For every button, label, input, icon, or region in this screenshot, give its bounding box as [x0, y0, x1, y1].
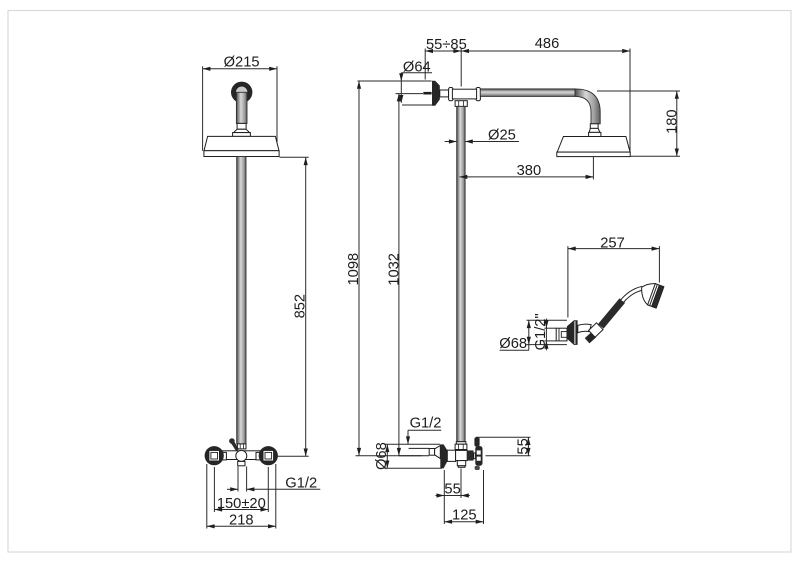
svg-text:125: 125: [452, 508, 477, 524]
svg-text:Ø64: Ø64: [403, 59, 431, 75]
svg-text:257: 257: [600, 236, 625, 252]
svg-text:Ø68: Ø68: [499, 336, 527, 352]
svg-text:852: 852: [292, 294, 308, 319]
svg-text:55: 55: [444, 482, 460, 498]
svg-text:G1/2: G1/2: [410, 415, 442, 431]
svg-text:218: 218: [229, 513, 254, 529]
svg-text:180: 180: [664, 109, 680, 134]
svg-text:Ø25: Ø25: [488, 128, 516, 144]
svg-text:G1/2: G1/2: [285, 476, 317, 492]
svg-text:380: 380: [517, 163, 542, 179]
svg-text:1098: 1098: [346, 253, 362, 286]
svg-text:G1/2": G1/2": [533, 313, 549, 350]
svg-text:1032: 1032: [386, 253, 402, 286]
svg-text:55: 55: [515, 438, 531, 454]
svg-text:Ø68: Ø68: [374, 442, 390, 470]
svg-text:55÷85: 55÷85: [426, 37, 467, 53]
svg-text:150±20: 150±20: [217, 496, 266, 512]
svg-text:486: 486: [535, 36, 560, 52]
svg-text:Ø215: Ø215: [224, 54, 260, 70]
